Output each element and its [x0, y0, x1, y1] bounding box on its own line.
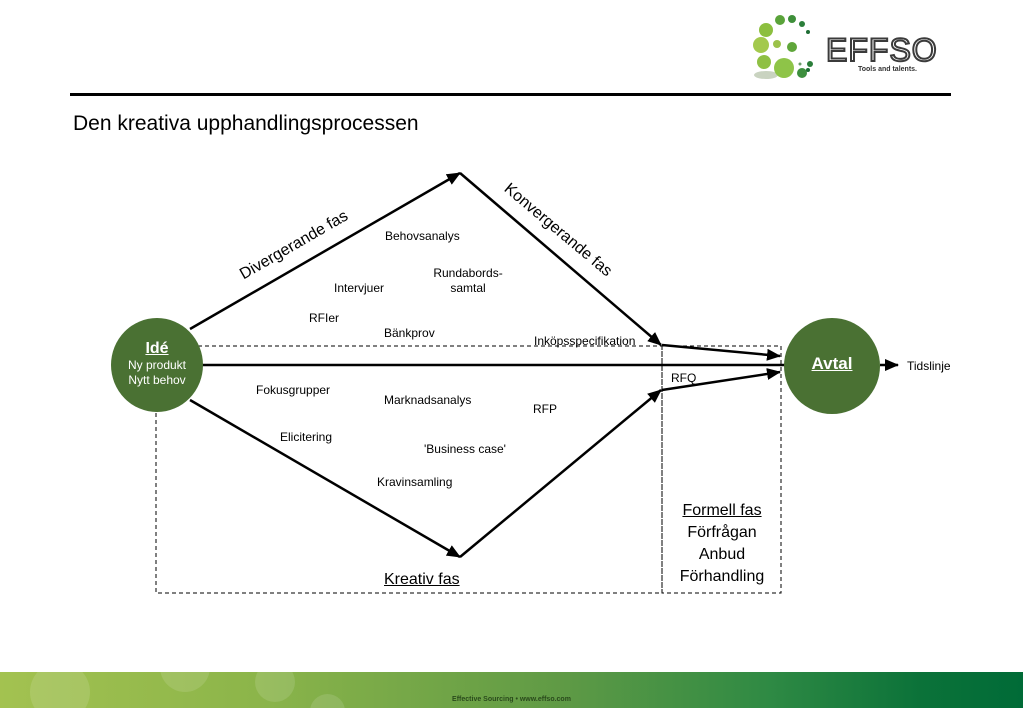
- activity-elicitering: Elicitering: [280, 430, 333, 444]
- activity-rfq: RFQ: [671, 371, 697, 385]
- creative-phase-label: Kreativ fas: [384, 571, 460, 588]
- activity-rfier: RFIer: [309, 311, 339, 325]
- activity-business-case: 'Business case': [424, 442, 506, 456]
- timeline-label: Tidslinje: [907, 359, 951, 373]
- formal-phase-line-3: Förhandling: [679, 568, 765, 585]
- agreement-node: Avtal: [784, 318, 880, 414]
- logo-tagline: Tools and talents.: [858, 66, 917, 73]
- activity-intervjuer: Intervjuer: [334, 281, 385, 295]
- effso-logo: EFFSO Tools and talents.: [748, 12, 958, 84]
- spec-to-agreement-arrow: [661, 343, 781, 361]
- creative-phase-box: [155, 345, 663, 594]
- footer-text: Effective Sourcing • www.effso.com: [452, 696, 571, 703]
- activity-marknadsanalys: Marknadsanalys: [384, 393, 472, 407]
- formal-phase-box: [661, 345, 782, 594]
- creative-down-arrow: [189, 398, 461, 559]
- activity-behovsanalys: Behovsanalys: [385, 229, 460, 243]
- activity-fokusgrupper: Fokusgrupper: [256, 383, 331, 397]
- footer-bar: Effective Sourcing • www.effso.com: [0, 672, 1023, 708]
- logo-brand: EFFSO: [825, 31, 938, 69]
- convergent-arrow: [459, 172, 662, 346]
- footer-decoration: [310, 694, 345, 708]
- agreement-node-title: Avtal: [811, 354, 853, 373]
- divergent-arrow: [189, 171, 461, 331]
- header-divider: [70, 93, 951, 96]
- page-title: Den kreativa upphandlingsprocessen: [73, 112, 419, 135]
- activity-rfp: RFP: [533, 402, 557, 416]
- idea-node-title: Idé: [145, 340, 169, 357]
- idea-node: Idé Ny produkt Nytt behov: [111, 318, 203, 412]
- idea-node-line-1: Ny produkt: [127, 358, 187, 372]
- activity-rundabordssamtal-line-1: Rundabords-: [433, 266, 503, 280]
- dot-swirl-logo-icon: [753, 15, 813, 79]
- footer-decoration: [160, 672, 210, 692]
- footer-decoration: [30, 672, 90, 708]
- rfq-to-agreement-arrow: [661, 368, 781, 392]
- activity-rundabordssamtal: Rundabords- samtal: [428, 266, 508, 296]
- formal-phase-line-2: Anbud: [698, 546, 746, 563]
- creative-up-arrow: [459, 389, 662, 558]
- formal-phase-block: Formell fas Förfrågan Anbud Förhandling: [664, 500, 780, 588]
- formal-phase-line-1: Förfrågan: [687, 524, 757, 541]
- activity-inkopsspecifikation: Inköpsspecifikation: [534, 334, 636, 348]
- activity-kravinsamling: Kravinsamling: [377, 475, 453, 489]
- activity-rundabordssamtal-line-2: samtal: [450, 281, 486, 295]
- activity-bankprov: Bänkprov: [384, 326, 435, 340]
- idea-node-line-2: Nytt behov: [128, 373, 186, 387]
- formal-phase-title: Formell fas: [682, 502, 762, 519]
